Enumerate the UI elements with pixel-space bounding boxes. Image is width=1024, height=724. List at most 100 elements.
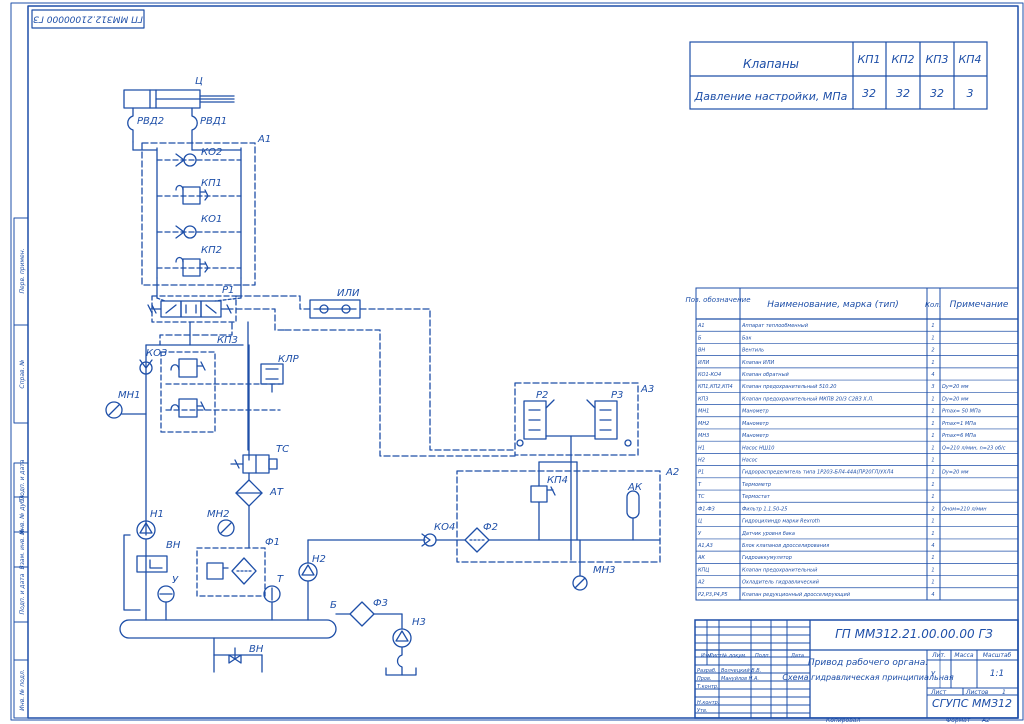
tb-header-date: Дата — [790, 653, 804, 659]
spec-cell: 2 — [931, 348, 934, 354]
tb-name-1: Волчецкий В.В. — [721, 668, 761, 674]
label-ko2: КО2 — [201, 147, 222, 158]
spec-cell: Н1 — [698, 445, 705, 451]
label-mn1: МН1 — [118, 390, 141, 401]
spec-cell: Р1 — [698, 470, 704, 476]
spec-cell: Термометр — [742, 482, 771, 488]
gauge-mn3 — [572, 539, 588, 591]
valve-ili — [309, 299, 361, 319]
top-stamp-text: ГП ММЗ12.21000000 ГЗ — [33, 14, 143, 24]
tb-role-5: Н.контр. — [697, 700, 719, 706]
spec-cell: 1 — [931, 494, 934, 500]
check-ko3 — [139, 359, 153, 375]
label-t: Т — [277, 574, 284, 585]
pump-n1 — [136, 520, 156, 621]
label-a2: А2 — [665, 467, 679, 478]
spec-cell: 1 — [931, 323, 934, 329]
cylinder-c — [123, 89, 235, 109]
side-boxes — [13, 217, 29, 719]
tb-sheet-label: Лист — [930, 689, 947, 696]
spec-cell: Ц — [698, 519, 702, 525]
spec-cell: КП1,КП2,КП4 — [698, 384, 733, 390]
spec-cell: МН1 — [698, 409, 709, 415]
filter-f3 — [335, 601, 403, 629]
spec-cell: Аппарат теплообменный — [741, 323, 809, 329]
valve-table-grid — [689, 41, 988, 110]
title-name-1: Привод рабочего органа. — [808, 658, 928, 668]
spec-cell: Фильтр 1.1.50-25 — [742, 506, 787, 512]
spec-cell: 1 — [931, 360, 934, 366]
spec-cell: Манометр — [742, 409, 769, 415]
gauge-mn2 — [217, 519, 235, 537]
title-org: СГУПС ММЗ12 — [932, 697, 1012, 710]
spec-cell: 4 — [931, 543, 934, 549]
tb-sheets-value: 1 — [1002, 689, 1006, 696]
spec-cell: А1,А3 — [697, 543, 713, 549]
tb-sheets-label: Листов — [965, 689, 989, 696]
label-rvd2: РВД2 — [137, 116, 164, 127]
spec-cell: Dу=20 мм — [942, 396, 969, 402]
label-kp3: КП3 — [217, 335, 238, 346]
spec-table-grid — [695, 287, 1019, 601]
spec-cell: Н2 — [698, 458, 705, 464]
side-box-label-6: Подп. и дата — [19, 573, 26, 614]
spec-cell: А2 — [697, 580, 705, 586]
spec-cell: 1 — [931, 433, 934, 439]
label-f3: Ф3 — [373, 598, 388, 609]
main-pressure-line — [121, 321, 250, 536]
tb-role-1: Разраб. — [697, 668, 717, 674]
label-rvd1: РВД1 — [200, 116, 227, 127]
label-ak: АК — [627, 482, 643, 493]
label-ko3: КО3 — [146, 348, 167, 359]
label-p2: Р2 — [536, 390, 548, 401]
spec-cell: Р2,Р3,Р4,Р5 — [698, 592, 728, 598]
block-a2 — [530, 461, 640, 541]
side-box-label-7: Инв. № подл. — [19, 669, 26, 710]
spec-cell: Ф1-Ф3 — [698, 506, 715, 512]
label-vn2: ВН — [249, 644, 264, 655]
spec-cell: А1 — [697, 323, 705, 329]
spec-cell: Манометр — [742, 421, 769, 427]
spec-cell: КПЦ — [698, 567, 709, 573]
spec-cell: 3 — [931, 384, 934, 390]
label-u: У — [172, 575, 179, 586]
spec-cell: Охладитель гидравлический — [742, 580, 820, 586]
spec-cell: Клапан редукционный дросселирующий — [742, 592, 851, 598]
spec-cell: Dу=20 мм — [942, 384, 969, 390]
spec-cell: Т — [698, 482, 702, 488]
title-code: ГП ММЗ12.21.00.00.00 ГЗ — [835, 627, 993, 641]
valve-table-val-kp2: 32 — [896, 87, 910, 100]
tb-role-2: Пров. — [697, 676, 712, 682]
pump-n3 — [385, 628, 417, 676]
spec-cell: Q=210 л/мин, n=23 об/с — [942, 445, 1006, 451]
tb-lit-header: Лит. — [931, 652, 946, 659]
label-at: АТ — [269, 487, 284, 498]
label-a1: А1 — [257, 134, 271, 145]
valve-klr — [260, 363, 284, 393]
tb-scale-header: Масштаб — [983, 652, 1012, 659]
label-n2: Н2 — [312, 554, 326, 565]
spec-cell: 1 — [931, 567, 934, 573]
spec-cell: Гидрораспределитель типа 1Р203-БЛ4-44А(П… — [742, 470, 894, 476]
spec-cell: У — [698, 531, 702, 537]
label-ko4: КО4 — [434, 522, 455, 533]
spec-cell: 1 — [931, 470, 934, 476]
label-b: Б — [330, 600, 337, 611]
label-f1: Ф1 — [265, 537, 280, 548]
label-kp2: КП2 — [201, 245, 222, 256]
spec-cell: МН3 — [698, 433, 709, 439]
label-kp4: КП4 — [547, 475, 568, 486]
tb-scale-value: 1:1 — [990, 669, 1004, 679]
spec-cell: 1 — [931, 335, 934, 341]
label-mn3: МН3 — [593, 565, 616, 576]
side-box-label-2: Справ. № — [19, 359, 26, 388]
block-a2-outline — [456, 470, 661, 563]
label-f2: Ф2 — [483, 522, 498, 533]
spec-cell: Pmax= 50 МПа — [942, 409, 981, 415]
spec-cell: ТС — [698, 494, 705, 500]
spec-cell: Бак — [742, 335, 752, 341]
label-n1: Н1 — [150, 509, 164, 520]
cooler-at — [235, 472, 263, 549]
